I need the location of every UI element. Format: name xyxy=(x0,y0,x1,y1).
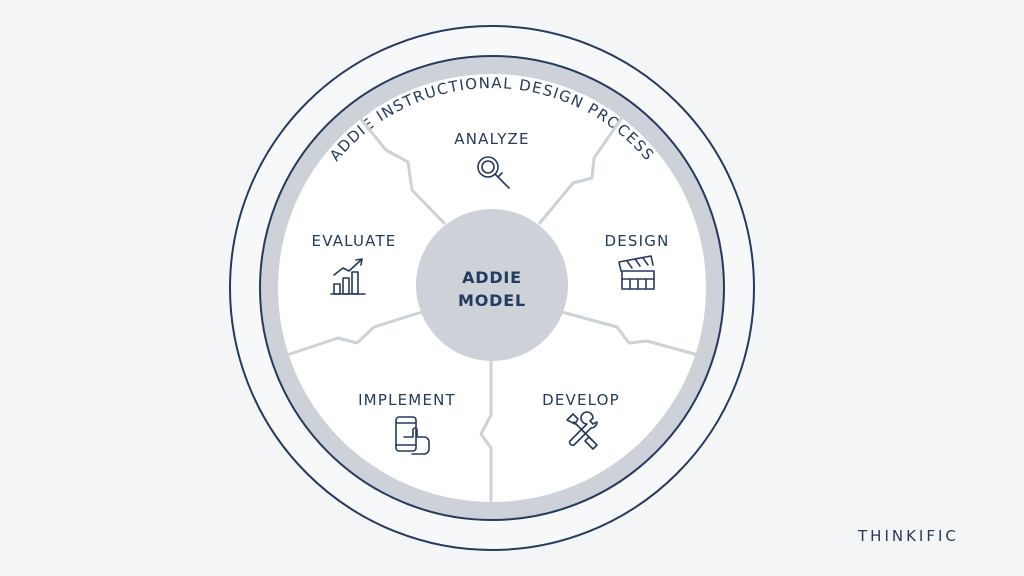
divider-design-develop xyxy=(561,310,699,357)
phase-label-analyze: ANALYZE xyxy=(454,130,529,148)
divider-develop-implement xyxy=(479,360,493,502)
divider-analyze-evaluate xyxy=(358,117,447,226)
thinkific-logo: THINKIFIC xyxy=(858,527,959,545)
phase-label-implement: IMPLEMENT xyxy=(358,391,456,409)
clapperboard-icon xyxy=(618,255,655,290)
segment-dividers xyxy=(286,112,699,502)
divider-implement-evaluate xyxy=(286,310,423,357)
magnifier-icon xyxy=(477,156,510,189)
phone-tap-icon xyxy=(395,416,430,455)
phase-label-design: DESIGN xyxy=(604,232,669,250)
phase-label-evaluate: EVALUATE xyxy=(312,232,397,250)
center-circle xyxy=(416,209,568,361)
center-label-line2: MODEL xyxy=(458,291,526,310)
center-label-line1: ADDIE xyxy=(462,268,522,287)
divider-analyze-design xyxy=(537,112,627,225)
growth-chart-icon xyxy=(330,258,366,295)
wrench-screwdriver-icon xyxy=(566,411,598,450)
phase-label-develop: DEVELOP xyxy=(542,391,620,409)
